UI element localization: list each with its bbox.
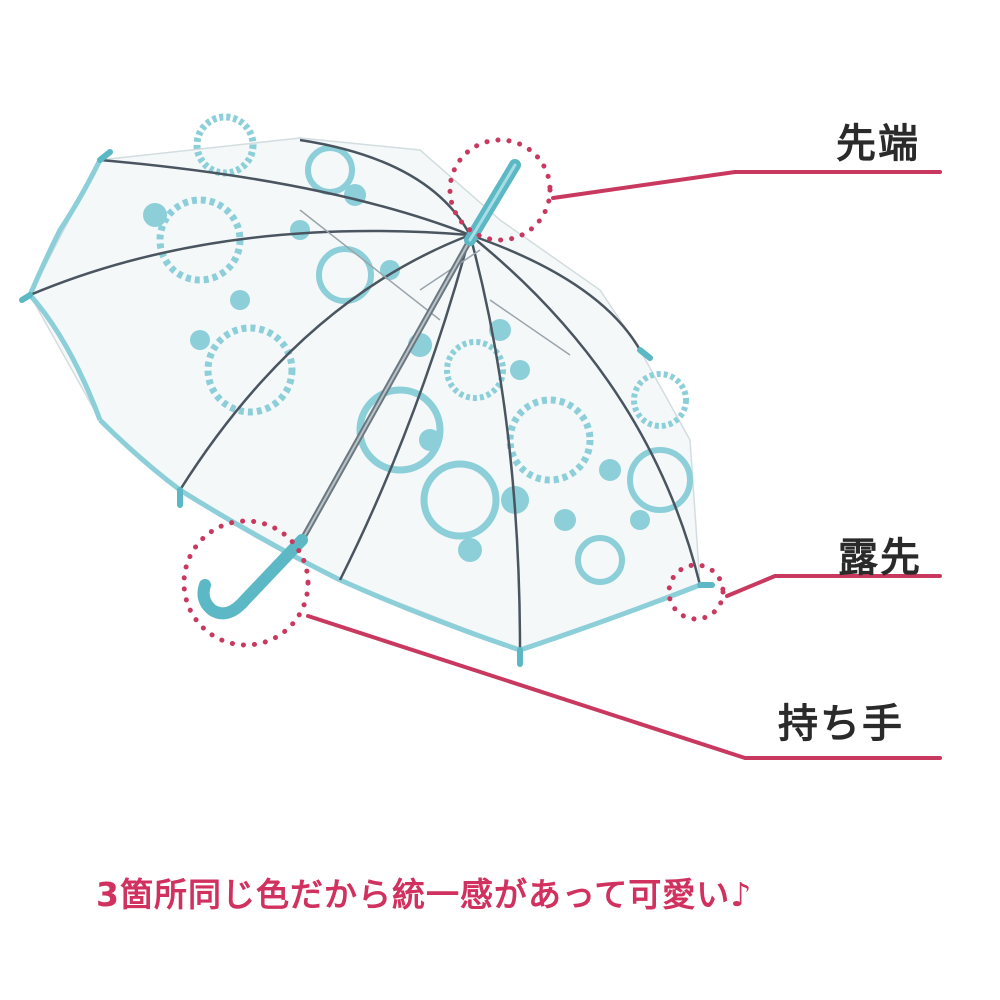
ferrule-leader-line bbox=[725, 574, 942, 598]
umbrella-canopy bbox=[29, 137, 701, 651]
tip-label: 先端 bbox=[836, 121, 920, 167]
umbrella-tip bbox=[464, 159, 521, 246]
tip-highlight-circle bbox=[447, 137, 553, 243]
canopy-pattern bbox=[156, 113, 693, 585]
handle-leader-line bbox=[306, 614, 942, 760]
ferrule-highlight-circle bbox=[666, 562, 726, 622]
donut-dots bbox=[143, 184, 650, 562]
tip-leader-line bbox=[551, 170, 942, 200]
lace-edge bbox=[27, 158, 701, 653]
umbrella-handle bbox=[197, 534, 308, 620]
ferrule-label: 露先 bbox=[838, 535, 922, 581]
umbrella-ribs bbox=[29, 138, 702, 651]
rib-ferrules bbox=[19, 149, 715, 667]
shaft-highlight bbox=[301, 239, 471, 541]
caption-text: 3箇所同じ色だから統一感があって可愛い♪ bbox=[96, 875, 753, 914]
handle-label: 持ち手 bbox=[778, 701, 904, 747]
handle-highlight-circle bbox=[181, 518, 311, 648]
